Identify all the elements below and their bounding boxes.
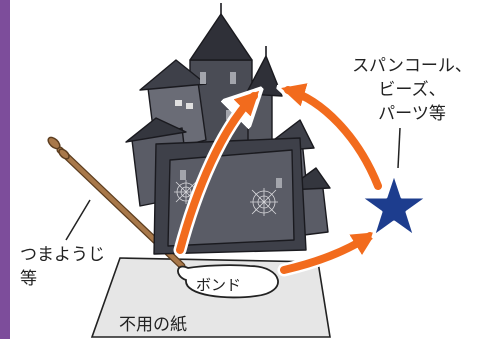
toothpick-leader-line — [65, 199, 91, 241]
decorations-label-line-3: パーツ等 — [378, 104, 446, 124]
frame-strip — [0, 0, 10, 339]
glue-bubble — [177, 264, 279, 299]
scrap-paper-label: 不用の紙 — [119, 315, 187, 335]
arrows — [173, 90, 385, 277]
toothpick-label-line-2: 等 — [20, 269, 37, 289]
glue-label: ボンド — [196, 276, 242, 294]
decorations-label-line-1: スパンコール、 — [352, 56, 472, 76]
toothpick-label-line-1: つまようじ — [20, 245, 105, 265]
star — [358, 171, 430, 239]
decorations-leader-line — [397, 127, 401, 169]
decorations-label-line-2: ビーズ、 — [378, 80, 446, 100]
